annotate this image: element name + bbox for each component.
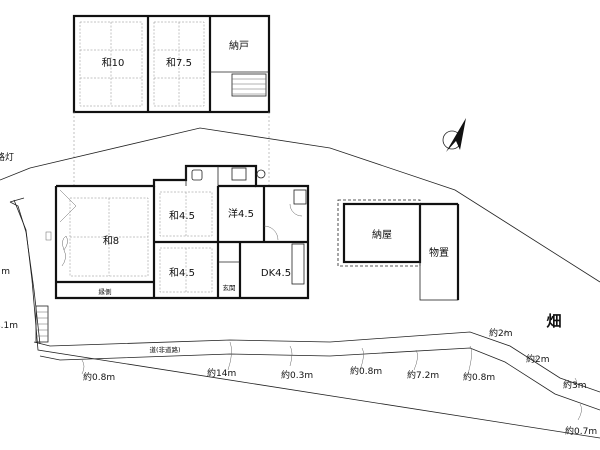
toilet-fixture (191, 169, 203, 181)
room-label-engawa: 縁側 (99, 287, 113, 296)
water-heater-fixture (256, 169, 266, 179)
road-label: 道(非道路) (149, 345, 180, 354)
outbuildings: 納屋 物置 (337, 199, 460, 301)
street-light-label: 路灯 (0, 151, 14, 163)
tatami-wa10 (79, 21, 143, 107)
upper-floor-plan: 和10 和7.5 納戸 (72, 14, 271, 114)
dimension-label-6: 約0.8m (463, 371, 495, 383)
left-dim-label-2: 4.1m (0, 321, 18, 331)
site-boundary-nw (0, 167, 31, 181)
room-label-wa45-a: 和4.5 (169, 210, 195, 222)
garden-swirl (61, 235, 68, 267)
site-boundary-north (29, 127, 600, 283)
field-label: 畑 (545, 312, 561, 330)
room-label-wa75: 和7.5 (166, 57, 192, 69)
road-edge-north (33, 331, 600, 393)
ground-floor-plan: 和8 和4.5 和4.5 洋4.5 DK4.5 縁側 玄関 (54, 164, 310, 300)
room-label-dk45: DK4.5 (261, 268, 291, 279)
room-label-wa8: 和8 (103, 235, 119, 247)
bath-fixture (231, 167, 247, 181)
dimension-label-1: 約0.8m (83, 371, 115, 383)
left-dim-label-1: m (1, 267, 10, 277)
room-label-wa10: 和10 (102, 57, 125, 69)
dimension-label-2: 約14m (207, 367, 236, 379)
road: 道(非道路) (33, 331, 600, 411)
room-label-shed: 物置 (429, 246, 449, 259)
left-steps (35, 305, 49, 343)
road-edge-south (39, 347, 600, 411)
dimension-label-10: 約0.7m (565, 425, 597, 437)
room-label-storage: 納戸 (229, 39, 249, 52)
washbasin-fixture (293, 189, 307, 205)
room-label-yo45: 洋4.5 (228, 207, 254, 220)
dimension-label-5: 約7.2m (407, 369, 439, 381)
ground-floor-outline (54, 164, 310, 300)
north-arrow-icon (442, 118, 466, 152)
kitchen-counter (291, 243, 305, 285)
room-label-barn: 納屋 (372, 228, 392, 241)
door-swing-1 (263, 225, 279, 241)
dimension-label-7: 約2m (489, 327, 513, 339)
upper-stairs (231, 73, 267, 97)
street-light-pole (9, 197, 25, 203)
dimension-label-8: 約2m (526, 353, 550, 365)
dimension-label-4: 約0.8m (350, 365, 382, 377)
dimension-label-9: 約3m (563, 379, 587, 391)
left-site-elements: 路灯 m 4.1m (0, 151, 52, 345)
dimension-markers (81, 329, 582, 421)
room-label-wa45-b: 和4.5 (169, 267, 195, 279)
room-label-entrance: 玄関 (223, 283, 236, 292)
dimension-label-3: 約0.3m (281, 369, 313, 381)
door-swing-2 (289, 203, 303, 217)
upper-floor-outline (72, 14, 271, 114)
window-mark-wa8 (59, 189, 77, 223)
